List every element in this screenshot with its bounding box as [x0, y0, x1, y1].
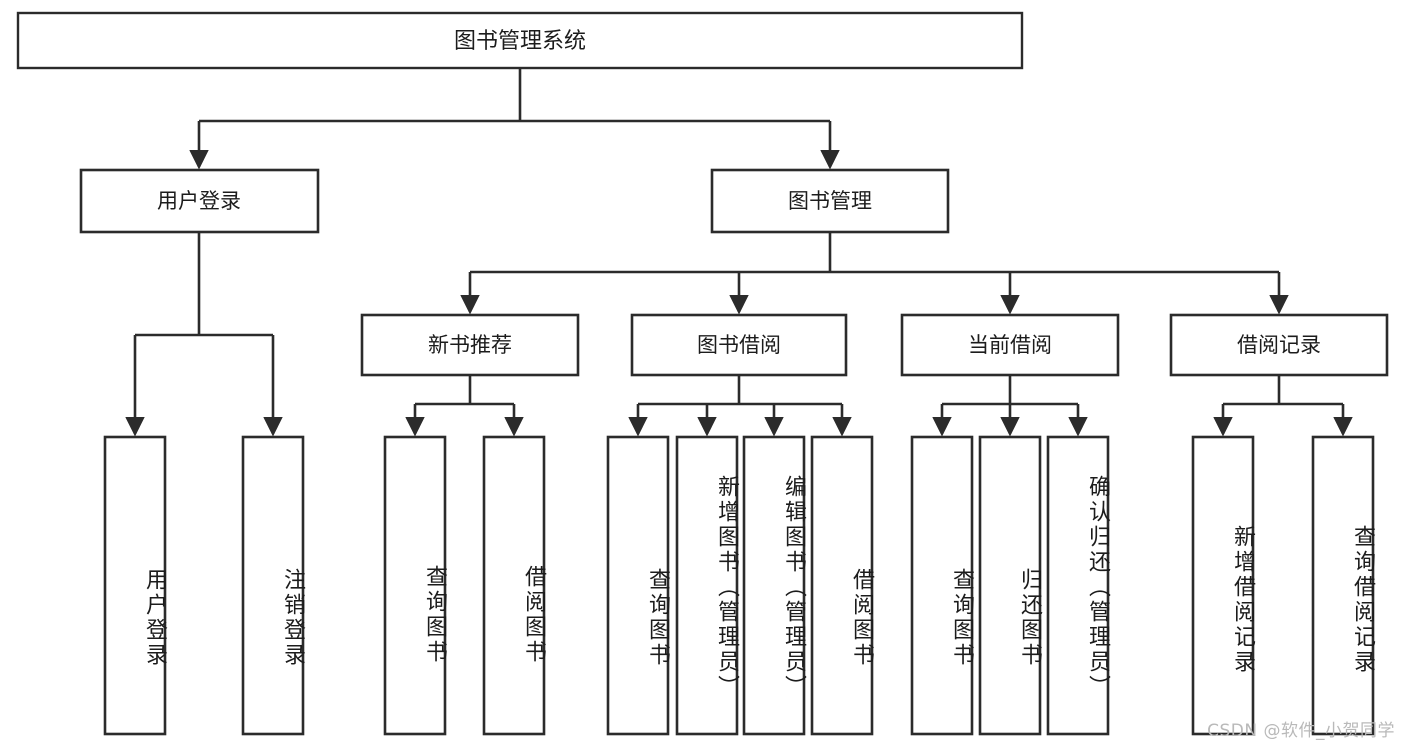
- node-borrow-records[interactable]: 借阅记录: [1169, 313, 1389, 377]
- node-leaf-query-book-3-box[interactable]: [910, 435, 974, 736]
- connector-layer: [125, 68, 1353, 437]
- node-root-label: 图书管理系统: [454, 29, 586, 54]
- node-leaf-edit-book-box[interactable]: [742, 435, 806, 736]
- node-leaf-query-book-1-box[interactable]: [383, 435, 447, 736]
- node-current-borrow-box[interactable]: [900, 313, 1120, 377]
- node-book-manage[interactable]: 图书管理: [710, 168, 950, 234]
- node-borrow-records-label: 借阅记录: [1237, 333, 1321, 357]
- node-leaf-confirm-return-box[interactable]: [1046, 435, 1110, 736]
- node-user-login-box[interactable]: [79, 168, 320, 234]
- node-root-box[interactable]: [16, 11, 1024, 70]
- node-root[interactable]: 图书管理系统: [16, 11, 1024, 70]
- node-user-login-label: 用户登录: [157, 189, 241, 213]
- node-current-borrow[interactable]: 当前借阅: [900, 313, 1120, 377]
- node-new-book-recommend[interactable]: 新书推荐: [360, 313, 580, 377]
- node-leaf-borrow-book-2-box[interactable]: [810, 435, 874, 736]
- node-book-borrow-box[interactable]: [630, 313, 848, 377]
- node-user-login[interactable]: 用户登录: [79, 168, 320, 234]
- node-new-book-recommend-box[interactable]: [360, 313, 580, 377]
- node-book-borrow-label: 图书借阅: [697, 333, 781, 357]
- node-leaf-query-book-2-box[interactable]: [606, 435, 670, 736]
- node-new-book-recommend-label: 新书推荐: [428, 333, 512, 357]
- leaf-boxes: [103, 435, 1375, 736]
- node-current-borrow-label: 当前借阅: [968, 333, 1052, 357]
- node-leaf-return-book-box[interactable]: [978, 435, 1042, 736]
- node-leaf-logout-box[interactable]: [241, 435, 305, 736]
- node-leaf-user-login-box[interactable]: [103, 435, 167, 736]
- node-book-manage-label: 图书管理: [788, 189, 872, 213]
- csdn-watermark: CSDN @软件_小贺同学: [1207, 721, 1395, 741]
- node-borrow-records-box[interactable]: [1169, 313, 1389, 377]
- node-leaf-add-record-box[interactable]: [1191, 435, 1255, 736]
- node-book-manage-box[interactable]: [710, 168, 950, 234]
- node-book-borrow[interactable]: 图书借阅: [630, 313, 848, 377]
- node-leaf-borrow-book-1-box[interactable]: [482, 435, 546, 736]
- node-leaf-add-book-box[interactable]: [675, 435, 739, 736]
- node-leaf-query-record-box[interactable]: [1311, 435, 1375, 736]
